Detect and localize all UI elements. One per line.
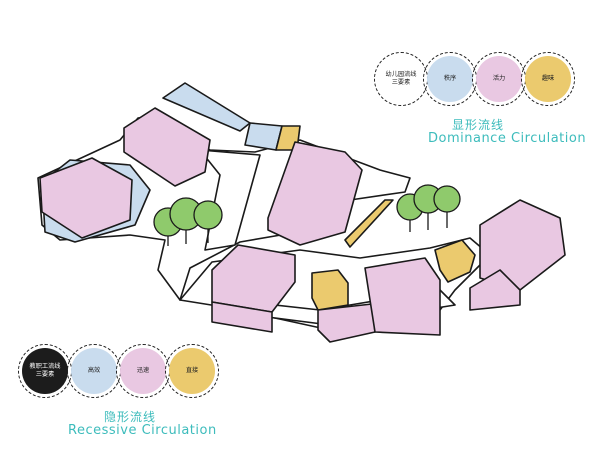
dominance-legend-label: 秩序 [443,75,457,82]
pink-block-lower-center [317,303,376,343]
yellow-cube-right [434,239,476,283]
yellow-ramp [344,199,394,248]
recessive-legend: 教职工流线 三要素 高效 迅速 直接 [18,344,219,398]
dominance-legend-item: 活力 [472,52,526,106]
dominance-title-en: Dominance Circulation [428,131,587,146]
pink-block-upper-left [123,107,211,187]
yellow-cube-center [311,269,349,311]
recessive-legend-label: 教职工流线 三要素 [29,363,61,378]
pink-block-lower-left-base [211,301,273,333]
recessive-legend-label: 迅速 [136,367,150,374]
recessive-title-en: Recessive Circulation [68,423,217,438]
recessive-legend-item: 高效 [67,344,121,398]
pink-block-left [39,157,133,239]
dominance-legend-label: 幼儿园流线 三要素 [385,71,417,86]
recessive-legend-item: 教职工流线 三要素 [18,344,72,398]
recessive-legend-item: 直接 [165,344,219,398]
pink-block-lower-right [364,257,441,336]
dominance-legend-label: 活力 [492,75,506,82]
dominance-legend-item: 秩序 [423,52,477,106]
tree-left-3 [193,200,223,230]
pink-block-right-tower [479,199,566,291]
recessive-title-cn: 隐形流线 [104,410,157,424]
dominance-legend-item: 幼儿园流线 三要素 [374,52,428,106]
dominance-title-cn: 显形流线 [452,118,505,132]
pink-block-right-low [469,269,521,311]
dominance-legend: 幼儿园流线 三要素 秩序 活力 趣味 [374,52,575,106]
recessive-legend-item: 迅速 [116,344,170,398]
recessive-legend-label: 直接 [185,367,199,374]
dominance-legend-label: 趣味 [541,75,555,82]
recessive-legend-label: 高效 [87,367,101,374]
pink-block-center [267,141,363,246]
dominance-legend-item: 趣味 [521,52,575,106]
tree-right-3 [433,185,461,213]
